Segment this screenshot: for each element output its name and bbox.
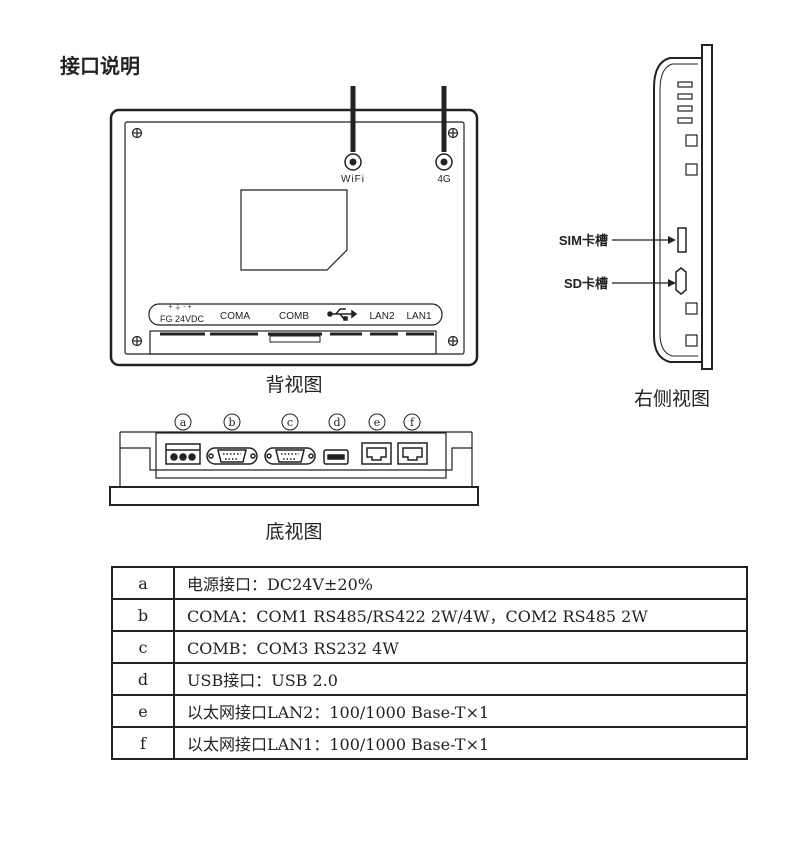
interface-drawing: WiFi 4G + ⏚ - + FG 24VDC COMA COMB LAN2 …	[109, 44, 713, 543]
spec-key: a	[111, 566, 175, 600]
power-symbols: + ⏚ - +	[168, 303, 191, 311]
4g-connector	[435, 153, 453, 171]
back-view	[109, 86, 479, 367]
sim-slot-label: SIM卡槽	[559, 233, 608, 248]
spec-desc: USB接口：USB 2.0	[173, 662, 748, 696]
side-body	[653, 57, 702, 363]
label-plate	[240, 189, 348, 271]
back-outer-frame	[109, 108, 479, 367]
table-row: c COMB：COM3 RS232 4W	[111, 630, 748, 664]
bottom-bezel	[109, 486, 479, 506]
spec-desc: COMB：COM3 RS232 4W	[173, 630, 748, 664]
screw-icon	[131, 127, 459, 347]
port-letter-a: a	[180, 416, 187, 429]
wifi-connector	[344, 153, 362, 171]
port-letter-d: d	[333, 416, 340, 429]
comb-label: COMB	[279, 311, 309, 322]
back-port-edge	[149, 330, 437, 355]
sd-slot-label: SD卡槽	[564, 276, 608, 291]
spec-desc: 电源接口：DC24V±20%	[173, 566, 748, 600]
usb-port	[323, 449, 349, 465]
spec-key: d	[111, 662, 175, 696]
spec-table: a 电源接口：DC24V±20% b COMA：COM1 RS485/RS422…	[111, 566, 748, 760]
sd-slot	[675, 267, 687, 295]
coma-label: COMA	[220, 311, 250, 322]
table-row: a 电源接口：DC24V±20%	[111, 566, 748, 600]
right-view	[612, 44, 713, 370]
side-bezel	[701, 44, 713, 370]
table-row: e 以太网接口LAN2：100/1000 Base-T×1	[111, 694, 748, 728]
usb-icon	[327, 308, 358, 321]
table-row: b COMA：COM1 RS485/RS422 2W/4W，COM2 RS485…	[111, 598, 748, 632]
wifi-label: WiFi	[341, 174, 365, 185]
spec-key: e	[111, 694, 175, 728]
fg-24vdc-label: FG 24VDC	[160, 314, 205, 324]
spec-desc: 以太网接口LAN2：100/1000 Base-T×1	[173, 694, 748, 728]
port-letter-b: b	[228, 416, 235, 429]
table-row: d USB接口：USB 2.0	[111, 662, 748, 696]
table-row: f 以太网接口LAN1：100/1000 Base-T×1	[111, 726, 748, 760]
comb-db9-port	[264, 447, 316, 465]
port-letter-e: e	[374, 416, 381, 429]
right-view-caption: 右侧视图	[634, 388, 710, 410]
spec-desc: 以太网接口LAN1：100/1000 Base-T×1	[173, 726, 748, 760]
power-terminal-port	[165, 443, 201, 465]
coma-db9-port	[206, 447, 258, 465]
bottom-view-labels: a b c d e f 底视图	[180, 416, 415, 543]
bottom-view	[109, 413, 479, 506]
port-label-strip	[148, 303, 443, 326]
port-letter-f: f	[410, 416, 415, 429]
spec-key: f	[111, 726, 175, 760]
back-view-labels: WiFi 4G + ⏚ - + FG 24VDC COMA COMB LAN2 …	[160, 174, 451, 396]
lan1-label: LAN1	[406, 311, 431, 322]
right-view-labels: SIM卡槽 SD卡槽 右侧视图	[559, 233, 710, 410]
port-letter-c: c	[287, 416, 293, 429]
sim-slot	[677, 227, 687, 253]
spec-key: c	[111, 630, 175, 664]
spec-key: b	[111, 598, 175, 632]
lan2-label: LAN2	[369, 311, 394, 322]
bottom-view-caption: 底视图	[265, 521, 322, 543]
spec-desc: COMA：COM1 RS485/RS422 2W/4W，COM2 RS485 2…	[173, 598, 748, 632]
page-title: 接口说明	[60, 54, 140, 78]
4g-label: 4G	[437, 174, 451, 185]
lan2-rj45-port	[361, 442, 392, 465]
back-view-caption: 背视图	[265, 374, 322, 396]
lan1-rj45-port	[397, 442, 428, 465]
